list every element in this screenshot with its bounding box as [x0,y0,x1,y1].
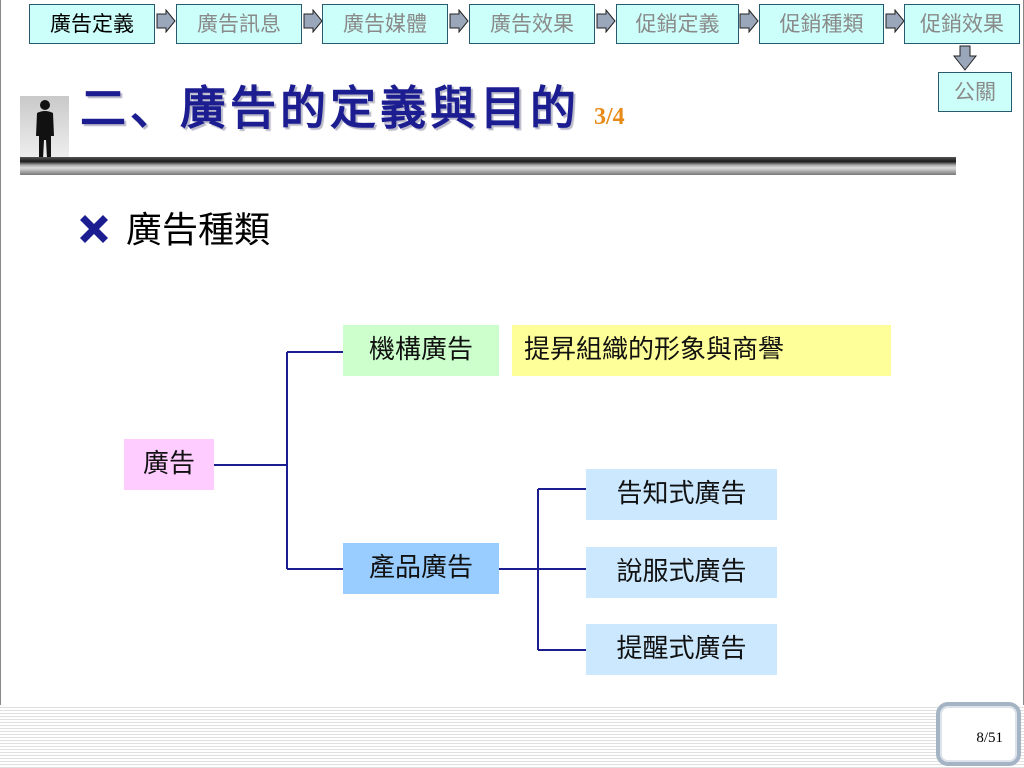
nav-tab-ad-effect[interactable]: 廣告效果 [469,4,595,44]
node-advertising: 廣告 [124,439,214,490]
arrow-right-icon [449,9,469,33]
title-text: 二、廣告的定義與目的 [80,81,580,135]
arrow-right-icon [596,9,616,33]
title-underline-bar [20,157,956,175]
arrow-right-icon [739,9,759,33]
nav-tab-ad-message[interactable]: 廣告訊息 [176,4,302,44]
slide-border-left [0,0,1,705]
bullet-ad-types: 廣告種類 [126,210,271,251]
slide-subpage-number: 3/4 [594,104,625,130]
nav-tab-promo-effect[interactable]: 促銷效果 [904,4,1020,44]
slide-title: 二、廣告的定義與目的 3/4 [80,72,625,144]
nav-tab-promo-types[interactable]: 促銷種類 [759,4,884,44]
footer-stripes [0,705,1024,768]
arrow-right-icon [885,9,905,33]
arrow-down-icon [952,45,978,71]
arrow-right-icon [303,9,323,33]
person-silhouette-image [20,96,69,159]
node-institutional-ad: 機構廣告 [343,325,499,376]
node-informative-ad: 告知式廣告 [586,469,777,520]
node-institutional-description: 提昇組織的形象與商譽 [512,325,891,376]
node-reminder-ad: 提醒式廣告 [586,624,777,675]
node-persuasive-ad: 說服式廣告 [586,547,777,598]
nav-tab-pr[interactable]: 公關 [938,72,1012,112]
nav-tab-promo-definition[interactable]: 促銷定義 [616,4,739,44]
x-mark-icon [80,215,108,243]
page-counter: 8/51 [936,702,1021,766]
nav-tab-ad-media[interactable]: 廣告媒體 [322,4,448,44]
node-product-ad: 產品廣告 [343,543,499,594]
nav-tab-ad-definition[interactable]: 廣告定義 [29,4,155,44]
page-counter-text: 8/51 [976,730,1003,746]
arrow-right-icon [156,9,176,33]
